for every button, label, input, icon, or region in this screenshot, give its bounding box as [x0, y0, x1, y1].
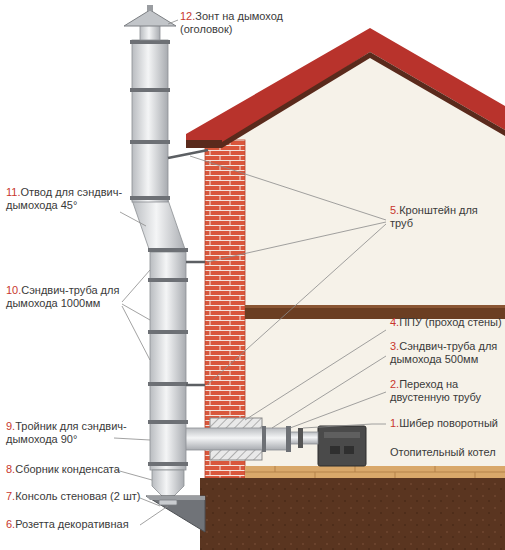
callout-number: 1.: [390, 417, 399, 429]
callout-number: 10.: [6, 284, 21, 296]
part-name: Кронштейн для труб: [390, 204, 478, 229]
callout-number: 5.: [390, 204, 399, 216]
callout-label: 10.Сэндвич-труба для дымохода 1000мм: [6, 284, 124, 310]
part-name: Сэндвич-труба для дымохода 1000мм: [6, 284, 119, 309]
callout-number: 12.: [180, 10, 195, 22]
part-name: Отопительный котел: [390, 446, 496, 458]
callout-number: 6.: [6, 518, 15, 530]
callout-label: 9.Тройник для сэндвич-дымохода 90°: [6, 420, 134, 446]
callout-number: 8.: [6, 463, 15, 475]
part-name: Тройник для сэндвич-дымохода 90°: [6, 420, 127, 445]
callout-label: 6.Розетта декоративная: [6, 518, 146, 531]
callout-label: 8.Сборник конденсата: [6, 463, 136, 476]
part-name: Сэндвич-труба для дымохода 500мм: [390, 340, 497, 365]
callout-label: 5.Кронштейн для труб: [390, 204, 500, 230]
callout-number: 9.: [6, 420, 15, 432]
callout-number: 2.: [390, 378, 399, 390]
part-name: Сборник конденсата: [15, 463, 120, 475]
part-name: Консоль стеновая (2 шт): [15, 490, 140, 502]
part-name: Отвод для сэндвич-дымохода 45°: [6, 186, 122, 211]
callout-label: 11.Отвод для сэндвич-дымохода 45°: [6, 186, 136, 212]
callout-label: 12.Зонт на дымоход (оголовок): [180, 10, 310, 36]
part-name: Розетта декоративная: [15, 518, 128, 530]
callout-label: 2.Переход на двустенную трубу: [390, 378, 502, 404]
callout-number: 4.: [390, 316, 399, 328]
callout-label: Отопительный котел: [390, 446, 502, 459]
part-name: ППУ (проход стены): [399, 316, 502, 328]
callout-number: 11.: [6, 186, 20, 198]
callout-label: 3.Сэндвич-труба для дымохода 500мм: [390, 340, 502, 366]
callout-label: 1.Шибер поворотный: [390, 417, 502, 430]
part-name: Переход на двустенную трубу: [390, 378, 481, 403]
callout-number: 7.: [6, 490, 15, 502]
part-name: Зонт на дымоход (оголовок): [180, 10, 283, 35]
callout-label: 7.Консоль стеновая (2 шт): [6, 490, 146, 503]
part-name: Шибер поворотный: [399, 417, 498, 429]
callout-number: 3.: [390, 340, 399, 352]
callout-label: 4.ППУ (проход стены): [390, 316, 502, 329]
